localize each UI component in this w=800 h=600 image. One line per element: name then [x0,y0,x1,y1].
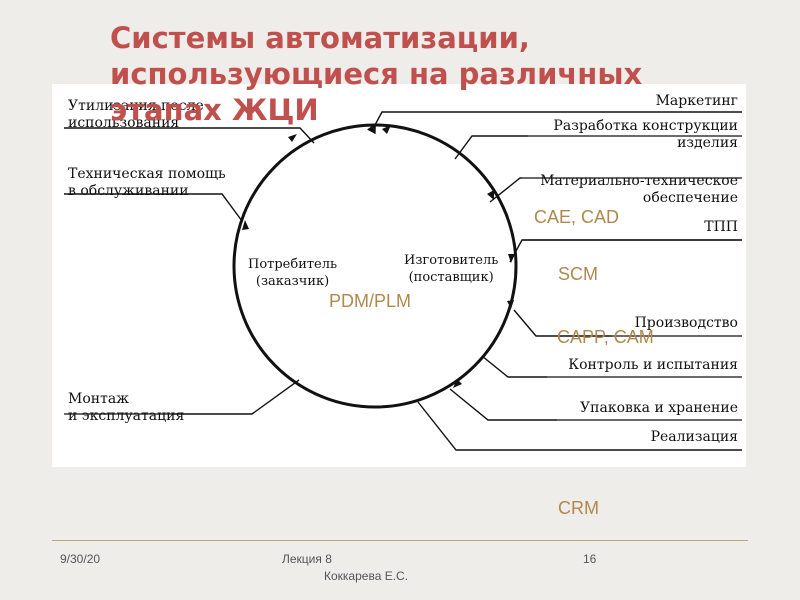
label-producer-line1: Изготовитель [404,253,499,268]
system-capp-cam: CAPP, CAM [557,327,654,347]
label-install-line1: Монтаж [68,391,130,407]
slide-title: Системы автоматизации, использующиеся на… [110,20,750,128]
connector-packaging [449,388,557,421]
label-disposal-line1: Утилизация после [68,98,204,114]
label-producer: Изготовитель (поставщик) [404,252,498,286]
label-support-line2: в обслуживании [68,183,189,199]
circle-arrow [382,125,391,134]
system-crm: CRM [558,498,599,518]
circle-arrow [288,134,297,142]
label-supply-line2: обеспечение [642,190,738,206]
connector-install [172,379,300,415]
connector-support [64,193,243,222]
label-support-line1: Техническая помощь [68,166,226,182]
circle-arrow [487,190,494,200]
footer-divider [52,540,748,541]
slide-title-line2: использующиеся на различных [110,57,643,91]
footer-page-number: 16 [583,552,597,566]
slide-title-line1: Системы автоматизации, [110,21,530,55]
label-packaging: Упаковка и хранение [580,400,738,416]
label-production: Производство [634,315,738,331]
label-install-line2: и эксплуатация [68,408,185,424]
connector-design [454,135,528,160]
label-tpp: ТПП [704,219,738,235]
label-sales: Реализация [650,429,738,445]
system-pdm-plm: PDM/PLM [329,291,412,311]
label-control: Контроль и испытания [568,357,738,373]
slide-title-line3: этапах ЖЦИ [110,93,319,127]
label-support: Техническая помощь в обслуживании [68,166,226,200]
label-supply: Материально-техническое обеспечение [540,173,738,207]
system-scm: SCM [558,264,598,284]
connector-marketing [366,111,742,135]
connector-production [513,309,612,337]
circle-arrow [242,220,249,230]
label-consumer-line1: Потребитель [248,257,338,272]
label-consumer-line2: (заказчик) [255,274,330,289]
label-install: Монтаж и эксплуатация [68,391,184,425]
connector-tpp [509,239,742,263]
connector-disposal [64,127,315,144]
system-cae-cad: CAE, CAD [534,207,620,227]
connector-supply [489,177,522,203]
label-design-line1: Разработка конструкции [553,118,738,134]
label-design-line2: изделия [677,135,738,151]
lifecycle-diagram: Утилизация после использования Техническ… [52,84,746,467]
footer-author: Коккарева Е.С. [324,569,409,583]
connector-sales [417,401,742,451]
label-producer-line2: (поставщик) [408,270,494,285]
lifecycle-diagram-lines [64,111,742,451]
connector-control [481,355,547,378]
label-design: Разработка конструкции изделия [553,118,738,152]
label-supply-line1: Материально-техническое [540,173,738,189]
label-disposal-line2: использования [68,115,180,131]
circle-arrow [453,379,462,388]
footer-date: 9/30/20 [60,552,101,566]
label-marketing: Маркетинг [655,93,738,109]
footer-lecture: Лекция 8 [282,552,332,566]
label-disposal: Утилизация после использования [68,98,204,132]
circle-arrow [507,300,514,309]
label-consumer: Потребитель (заказчик) [248,256,337,290]
